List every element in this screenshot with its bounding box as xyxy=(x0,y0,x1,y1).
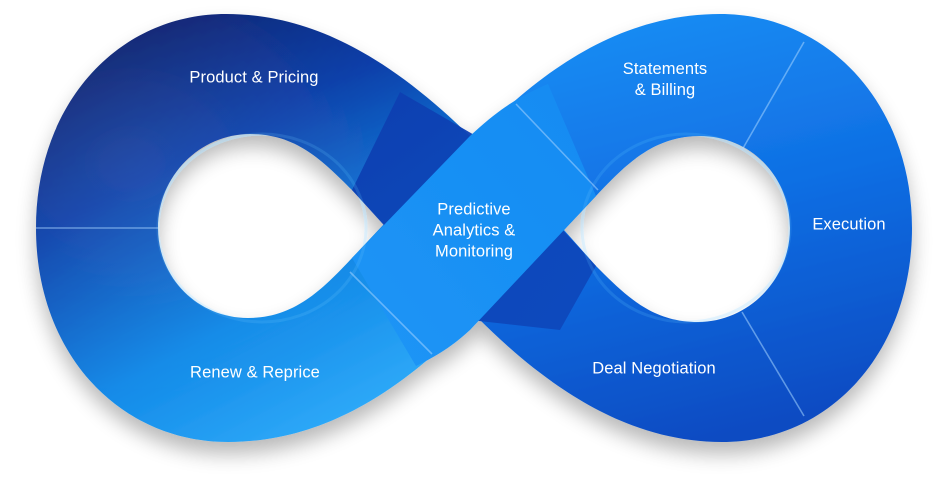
deal-negotiation-label: Deal Negotiation xyxy=(592,359,716,378)
statements-label-line2: & Billing xyxy=(634,81,696,99)
analytics-label-line3: Monitoring xyxy=(434,242,514,261)
crossing-band-over xyxy=(352,84,596,366)
stage-execution: Execution xyxy=(812,215,885,236)
segment-dividers xyxy=(36,41,805,417)
stage-renew-reprice: Renew & Reprice xyxy=(190,363,320,384)
stage-statements-billing: Statements & Billing xyxy=(623,59,707,101)
stage-predictive-analytics: Predictive Analytics & Monitoring xyxy=(433,200,516,263)
renew-reprice-label: Renew & Reprice xyxy=(190,363,320,382)
stage-deal-negotiation: Deal Negotiation xyxy=(592,359,716,380)
execution-label: Execution xyxy=(812,215,886,234)
analytics-label-line2: Analytics & xyxy=(432,221,516,240)
statements-label-line1: Statements xyxy=(622,60,708,78)
product-pricing-label: Product & Pricing xyxy=(189,68,319,87)
stage-product-pricing: Product & Pricing xyxy=(189,68,318,89)
analytics-label-line1: Predictive xyxy=(437,200,511,219)
